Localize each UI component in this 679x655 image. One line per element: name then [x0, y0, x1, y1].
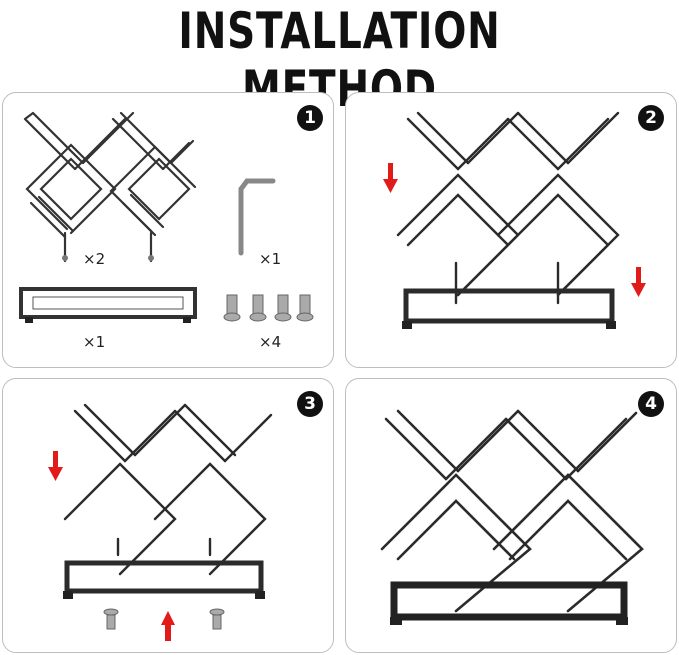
base-frame-icon: [402, 288, 616, 329]
wine-rack-icon: [380, 409, 644, 613]
base-frame-icon: [19, 287, 197, 323]
wine-rack-icon: [396, 111, 620, 305]
wrench-quantity: ×1: [259, 250, 282, 268]
down-arrow-icon: [383, 163, 398, 193]
down-arrow-icon: [48, 451, 63, 481]
base-frame-icon: [63, 560, 265, 599]
up-arrow-icon: [161, 611, 175, 641]
racks-quantity: ×2: [83, 250, 106, 268]
down-arrow-icon: [631, 267, 646, 297]
step-2-number-badge: 2: [638, 105, 664, 131]
base-frame-icon: [390, 581, 628, 625]
step-4-number-badge: 4: [638, 391, 664, 417]
allen-wrench-icon: [238, 178, 276, 256]
step-2-illustration: [383, 111, 646, 329]
step-1-panel: 1: [2, 92, 334, 368]
step-4-illustration: [380, 409, 644, 625]
step-1-number-badge: 1: [297, 105, 323, 131]
step-1-illustration: [19, 111, 314, 323]
wine-rack-icon: [63, 403, 273, 576]
step-4-panel: 4: [345, 378, 677, 653]
screws-quantity: ×4: [259, 333, 282, 351]
step-3-number-badge: 3: [297, 391, 323, 417]
base-quantity: ×1: [83, 333, 106, 351]
page-title: INSTALLATION METHOD: [178, 2, 501, 118]
step-2-panel: 2: [345, 92, 677, 368]
screws-icon: [223, 294, 314, 322]
screws-icon: [103, 608, 225, 630]
screw-feet-icon: [62, 255, 154, 261]
step-3-illustration: [48, 403, 273, 641]
rack-frame-pair-icon: [23, 111, 197, 263]
step-3-panel: 3: [2, 378, 334, 653]
